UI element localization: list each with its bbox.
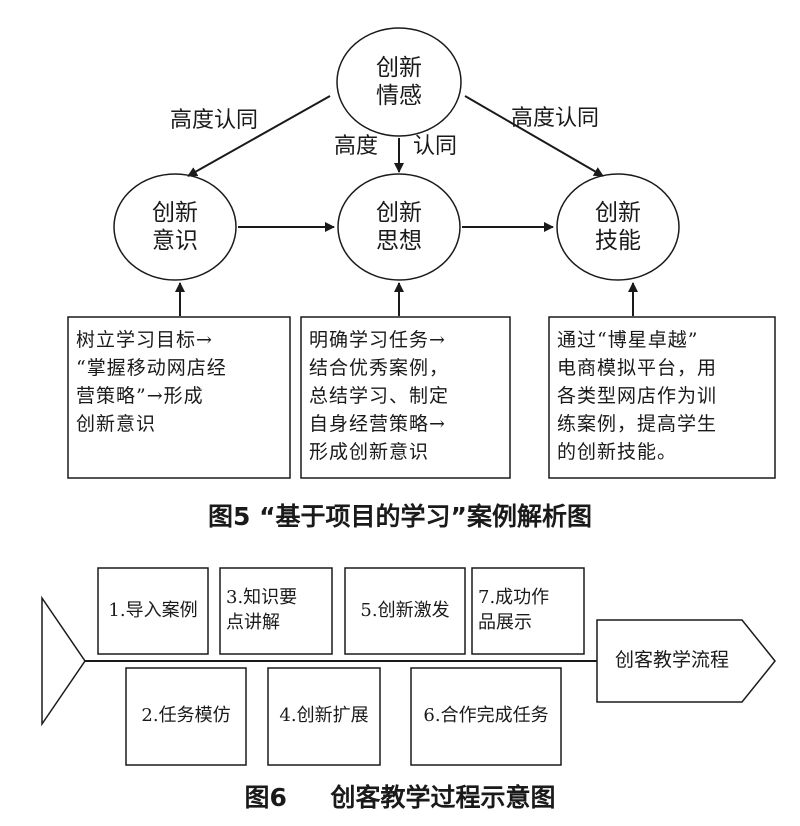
box-left-text: 树立学习目标→ “掌握移动网店经 营策略”→形成 创新意识	[76, 326, 288, 438]
fish-head-label: 创客教学流程	[614, 649, 729, 671]
box-center-line: 总结学习、制定	[309, 385, 450, 407]
box-center-line: 形成创新意识	[309, 441, 430, 463]
box-center-line: 明确学习任务→	[309, 329, 446, 351]
step-7: 7.成功作 品展示	[478, 585, 582, 635]
box-center-text: 明确学习任务→ 结合优秀案例， 总结学习、制定 自身经营策略→ 形成创新意识	[309, 326, 509, 466]
node-skills-line2: 技能	[595, 228, 641, 254]
box-right-line: 练案例，提高学生	[557, 413, 718, 435]
node-awareness-line2: 意识	[152, 228, 198, 254]
step-2-frame	[125, 667, 247, 766]
node-thinking: 创新 思想	[349, 199, 449, 255]
fig6-caption: 图6 创客教学过程示意图	[244, 783, 556, 812]
step-3-frame	[219, 567, 333, 655]
node-thinking-line2: 思想	[376, 228, 422, 254]
step-4-frame	[267, 667, 381, 766]
fig5-caption: 图5 “基于项目的学习”案例解析图	[208, 502, 592, 531]
step-3-line1: 3.知识要	[226, 587, 298, 608]
node-thinking-ellipse	[337, 173, 461, 281]
box-left-line: 营策略”→形成	[76, 385, 204, 407]
box-right-line: 电商模拟平台，用	[557, 357, 718, 379]
box-right-frame	[548, 316, 776, 479]
step-3: 3.知识要 点讲解	[226, 585, 330, 635]
node-emotion-ellipse	[336, 27, 462, 137]
box-left-frame	[67, 316, 291, 479]
node-skills-line1: 创新	[595, 200, 641, 226]
step-2: 2.任务模仿	[126, 703, 246, 728]
step-5: 5.创新激发	[345, 598, 465, 623]
arrow-emotion-to-skills	[464, 95, 604, 177]
box-right-line: 各类型网店作为训	[557, 385, 718, 407]
step-6-frame	[410, 667, 562, 766]
step-5-frame	[344, 567, 466, 655]
box-right-line: 的创新技能。	[557, 441, 678, 463]
node-skills: 创新 技能	[568, 199, 668, 255]
node-emotion-line1: 创新	[376, 55, 422, 81]
step-6: 6.合作完成任务	[411, 703, 561, 728]
node-emotion: 创新 情感	[349, 54, 449, 110]
step-4-line1: 4.创新扩展	[279, 705, 369, 726]
box-left-line: 创新意识	[76, 413, 157, 435]
node-skills-ellipse	[556, 173, 680, 281]
node-emotion-line2: 情感	[376, 83, 422, 109]
edge-label-left: 高度认同	[170, 108, 259, 133]
box-left-line: 树立学习目标→	[76, 329, 213, 351]
step-1: 1.导入案例	[98, 598, 208, 623]
step-7-frame	[471, 567, 585, 655]
box-center-line: 自身经营策略→	[309, 413, 446, 435]
step-5-line1: 5.创新激发	[360, 600, 450, 621]
box-right-text: 通过“博星卓越” 电商模拟平台，用 各类型网店作为训 练案例，提高学生 的创新技…	[557, 326, 773, 466]
step-4: 4.创新扩展	[268, 703, 380, 728]
node-awareness-ellipse	[113, 173, 237, 281]
arrow-emotion-to-awareness	[187, 95, 331, 177]
edge-label-center-b: 认同	[413, 134, 458, 159]
step-2-line1: 2.任务模仿	[141, 705, 231, 726]
step-7-line1: 7.成功作	[478, 587, 550, 608]
node-thinking-line1: 创新	[376, 200, 422, 226]
edge-label-center-a: 高度	[334, 134, 379, 159]
node-awareness-line1: 创新	[152, 200, 198, 226]
fish-head	[596, 619, 776, 703]
box-center-line: 结合优秀案例，	[309, 357, 450, 379]
box-left-line: “掌握移动网店经	[76, 357, 227, 379]
node-awareness: 创新 意识	[125, 199, 225, 255]
step-7-line2: 品展示	[478, 612, 532, 633]
box-right-line: 通过“博星卓越”	[557, 329, 699, 351]
fish-tail	[41, 595, 86, 727]
step-1-frame	[97, 567, 209, 655]
box-center-frame	[300, 316, 511, 479]
step-3-line2: 点讲解	[226, 612, 280, 633]
step-1-line1: 1.导入案例	[108, 600, 198, 621]
step-6-line1: 6.合作完成任务	[423, 705, 549, 726]
edge-label-right: 高度认同	[511, 106, 600, 131]
